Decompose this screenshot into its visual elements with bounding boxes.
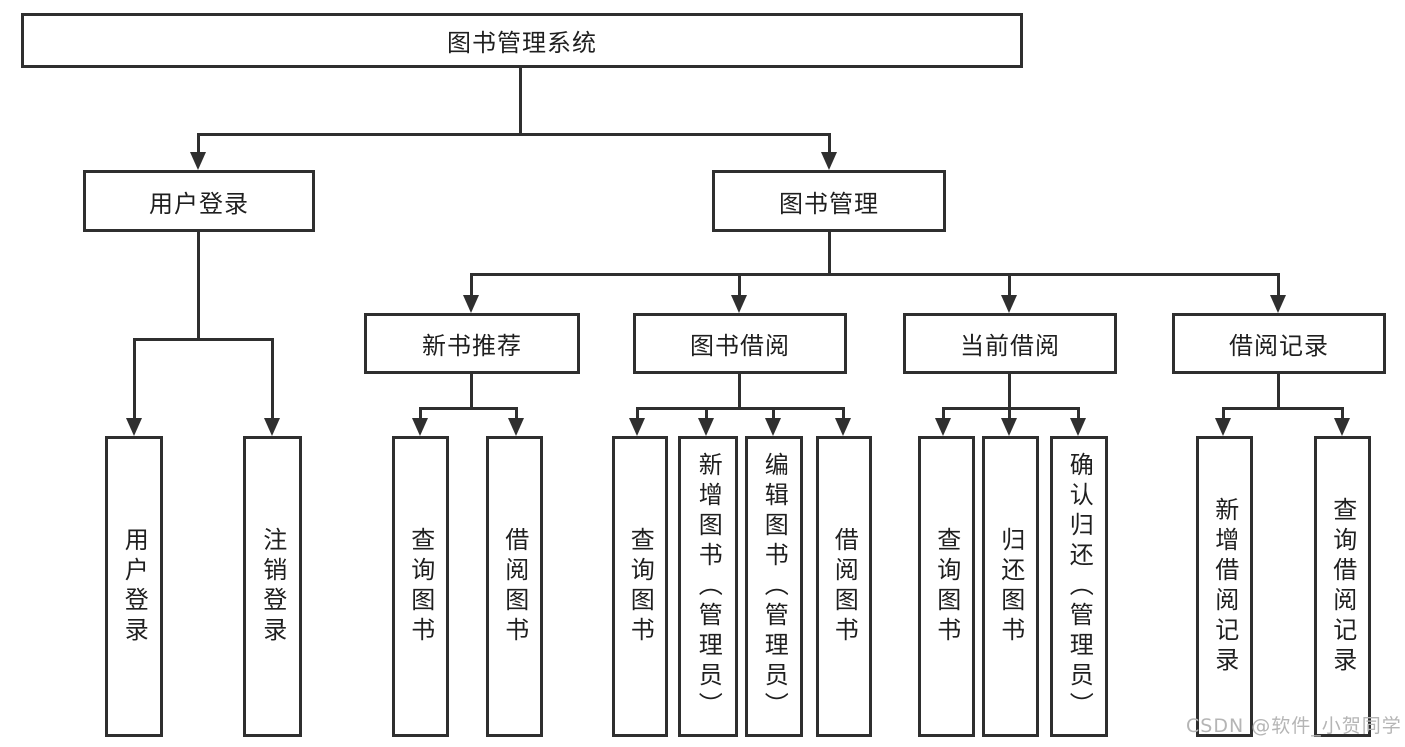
connector-root-bar: [197, 133, 831, 136]
arrowhead-b1: [412, 418, 428, 436]
connector-current-borrow-bar: [942, 407, 1080, 410]
connector-drop-leaf-logout: [271, 338, 274, 420]
node-book-borrow: 图书借阅: [633, 313, 847, 374]
arrowhead-e2: [1334, 418, 1350, 436]
arrowhead-d2: [1001, 418, 1017, 436]
arrowhead-e1: [1215, 418, 1231, 436]
connector-drop-d2: [1008, 407, 1011, 420]
arrowhead-new-book: [463, 295, 479, 313]
node-user-login: 用户登录: [83, 170, 315, 232]
connector-drop-borrow-records: [1277, 273, 1280, 297]
node-borrow-records: 借阅记录: [1172, 313, 1386, 374]
node-book-mgmt: 图书管理: [712, 170, 946, 232]
connector-drop-c4: [842, 407, 845, 420]
leaf-add-borrow-record: 新增借阅记录: [1196, 436, 1253, 737]
arrowhead-leaf-login: [126, 418, 142, 436]
node-new-book-rec: 新书推荐: [364, 313, 580, 374]
connector-book-borrow-stem: [738, 374, 741, 407]
leaf-query-books-2: 查询图书: [612, 436, 668, 737]
arrowhead-leaf-logout: [264, 418, 280, 436]
arrowhead-c4: [835, 418, 851, 436]
connector-drop-c3: [772, 407, 775, 420]
connector-new-book-bar: [419, 407, 518, 410]
arrowhead-c1: [629, 418, 645, 436]
connector-user-login-stem: [197, 232, 200, 338]
connector-drop-book-borrow: [738, 273, 741, 297]
node-library-system: 图书管理系统: [21, 13, 1023, 68]
arrowhead-current-borrow: [1001, 295, 1017, 313]
connector-borrow-records-stem: [1277, 374, 1280, 407]
watermark: CSDN @软件_小贺同学: [1186, 715, 1402, 737]
connector-drop-leaf-login: [133, 338, 136, 420]
arrowhead-book-mgmt: [821, 152, 837, 170]
arrowhead-b2: [508, 418, 524, 436]
leaf-edit-books-admin: 编辑图书（管理员）: [745, 436, 803, 737]
connector-drop-b1: [419, 407, 422, 420]
leaf-confirm-return-admin: 确认归还（管理员）: [1050, 436, 1108, 737]
leaf-query-books-3: 查询图书: [918, 436, 975, 737]
connector-drop-new-book: [470, 273, 473, 297]
leaf-query-borrow-record: 查询借阅记录: [1314, 436, 1371, 737]
connector-drop-e2: [1341, 407, 1344, 420]
node-current-borrow: 当前借阅: [903, 313, 1117, 374]
leaf-return-books: 归还图书: [982, 436, 1039, 737]
connector-root-stem: [519, 68, 522, 133]
leaf-borrow-books-1: 借阅图书: [486, 436, 543, 737]
connector-drop-user-login: [197, 133, 200, 155]
arrowhead-d1: [935, 418, 951, 436]
connector-drop-book-mgmt: [828, 133, 831, 155]
connector-book-mgmt-bar: [470, 273, 1280, 276]
leaf-logout: 注销登录: [243, 436, 302, 737]
arrowhead-c2: [698, 418, 714, 436]
connector-borrow-records-bar: [1222, 407, 1344, 410]
arrowhead-borrow-records: [1270, 295, 1286, 313]
connector-drop-d1: [942, 407, 945, 420]
connector-drop-current-borrow: [1008, 273, 1011, 297]
connector-drop-e1: [1222, 407, 1225, 420]
connector-user-login-bar: [133, 338, 274, 341]
leaf-add-books-admin: 新增图书（管理员）: [678, 436, 738, 737]
arrowhead-d3: [1070, 418, 1086, 436]
leaf-borrow-books-2: 借阅图书: [816, 436, 872, 737]
connector-drop-c1: [636, 407, 639, 420]
connector-current-borrow-stem: [1008, 374, 1011, 407]
arrowhead-book-borrow: [731, 295, 747, 313]
connector-drop-c2: [705, 407, 708, 420]
connector-drop-d3: [1077, 407, 1080, 420]
connector-new-book-stem: [470, 374, 473, 407]
leaf-user-login: 用户登录: [105, 436, 163, 737]
connector-drop-b2: [515, 407, 518, 420]
leaf-query-books-1: 查询图书: [392, 436, 449, 737]
connector-book-mgmt-stem: [828, 232, 831, 273]
arrowhead-user-login: [190, 152, 206, 170]
connector-book-borrow-bar: [636, 407, 845, 410]
arrowhead-c3: [765, 418, 781, 436]
